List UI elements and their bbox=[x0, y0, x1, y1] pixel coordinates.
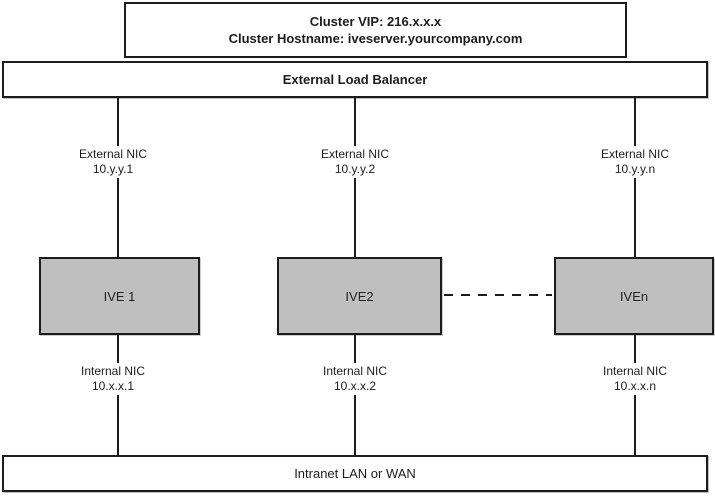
internal-nic-ip-2: 10.x.x.2 bbox=[333, 379, 377, 393]
external-load-balancer-bar: External Load Balancer bbox=[2, 61, 708, 98]
external-nic-label-2: External NIC 10.y.y.2 bbox=[315, 146, 395, 178]
external-nic-label-3: External NIC 10.y.y.n bbox=[595, 146, 675, 178]
internal-nic-title-3: Internal NIC bbox=[602, 364, 668, 378]
external-nic-title-3: External NIC bbox=[600, 147, 670, 161]
cluster-vip-box: Cluster VIP: 216.x.x.x Cluster Hostname:… bbox=[124, 2, 627, 58]
internal-connector-line-1 bbox=[117, 335, 119, 455]
internal-connector-line-3 bbox=[634, 335, 636, 455]
external-nic-ip-1: 10.y.y.1 bbox=[92, 162, 134, 176]
internal-connector-line-2 bbox=[354, 335, 356, 455]
internal-nic-label-1: Internal NIC 10.x.x.1 bbox=[75, 363, 151, 395]
intranet-label: Intranet LAN or WAN bbox=[294, 466, 416, 481]
internal-nic-title-2: Internal NIC bbox=[322, 364, 388, 378]
more-nodes-dashed-line bbox=[444, 294, 552, 296]
internal-nic-ip-3: 10.x.x.n bbox=[613, 379, 657, 393]
external-nic-title-1: External NIC bbox=[78, 147, 148, 161]
ive-node-label-3: IVEn bbox=[619, 288, 649, 304]
ive-node-label-2: IVE2 bbox=[345, 288, 374, 304]
internal-nic-label-3: Internal NIC 10.x.x.n bbox=[597, 363, 673, 395]
ive-node-label-1: IVE 1 bbox=[103, 288, 136, 304]
external-load-balancer-label: External Load Balancer bbox=[282, 72, 428, 87]
internal-nic-ip-1: 10.x.x.1 bbox=[91, 379, 135, 393]
internal-nic-label-2: Internal NIC 10.x.x.2 bbox=[317, 363, 393, 395]
external-nic-label-1: External NIC 10.y.y.1 bbox=[73, 146, 153, 178]
intranet-bar: Intranet LAN or WAN bbox=[2, 455, 708, 492]
external-nic-ip-2: 10.y.y.2 bbox=[334, 162, 376, 176]
ive-node-box-3: IVEn bbox=[554, 257, 714, 335]
cluster-vip-text: Cluster VIP: 216.x.x.x bbox=[309, 14, 442, 29]
ive-node-box-2: IVE2 bbox=[277, 257, 442, 335]
external-nic-ip-3: 10.y.y.n bbox=[614, 162, 656, 176]
external-nic-title-2: External NIC bbox=[320, 147, 390, 161]
ive-node-box-1: IVE 1 bbox=[39, 257, 200, 335]
cluster-hostname-text: Cluster Hostname: iveserver.yourcompany.… bbox=[228, 31, 523, 46]
internal-nic-title-1: Internal NIC bbox=[80, 364, 146, 378]
